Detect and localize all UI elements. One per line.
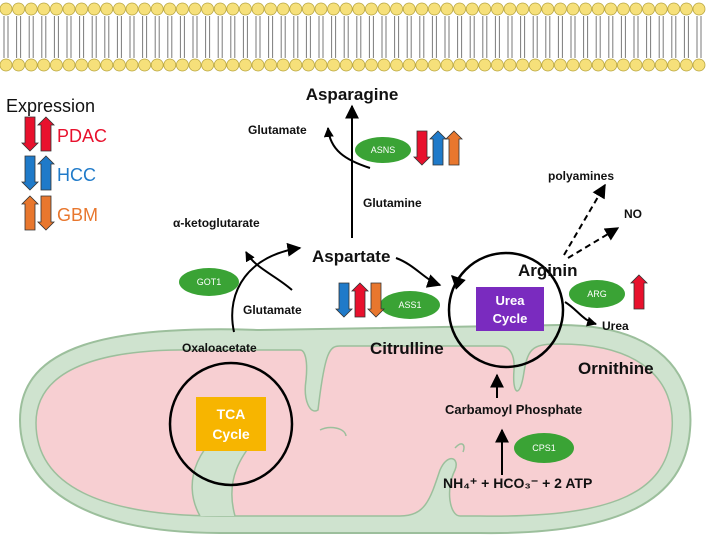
legend-row-gbm: GBM [21,195,98,231]
citrulline-label: Citrulline [370,339,444,358]
urea-cycle-box [476,287,544,331]
tca-cycle-circle [168,361,294,487]
urea-label: Urea [602,319,629,333]
enzyme-nodes: ASNS GOT1 ASS1 ARG CPS1 [179,137,625,463]
arg-expression-arrow-icon [630,274,648,310]
urea-cycle-label-1: Urea [496,293,526,308]
ass1-enzyme-label: ASS1 [398,300,421,310]
urea-cycle-circle [447,251,565,369]
no-label: NO [624,207,642,221]
legend-title: Expression [6,96,95,116]
expression-arrow-icon [37,155,55,191]
pathway-arrows [231,104,620,475]
ass1-expression-arrow-icon [351,282,369,318]
ass1-enzyme [380,291,440,319]
tca-cycle-label-1: TCA [217,406,246,422]
polyamines-label: polyamines [548,169,614,183]
mitochondrion [18,323,692,535]
ornithine-label: Ornithine [578,359,654,378]
arg-enzyme [569,280,625,308]
legend-row-hcc: HCC [21,155,96,191]
glutamate-top-label: Glutamate [248,123,307,137]
glutamate-mid-label: Glutamate [243,303,302,317]
oxaloacetate-label: Oxaloacetate [182,341,257,355]
legend-label-gbm: GBM [57,205,98,225]
asns-expression-arrow-icon [429,130,447,166]
asns-enzyme [355,137,411,163]
metabolite-labels: Asparagine Glutamate Glutamine α-ketoglu… [173,85,654,491]
arginin-label: Arginin [518,261,578,280]
aspartate-label: Aspartate [312,247,390,266]
legend-row-pdac: PDAC [21,116,107,152]
alpha-ketoglutarate-label: α-ketoglutarate [173,216,260,230]
legend-label-pdac: PDAC [57,126,107,146]
arg-enzyme-label: ARG [587,289,607,299]
expression-arrow-icon [37,195,55,231]
tca-cycle-label-2: Cycle [212,426,250,442]
expression-indicators [335,130,648,318]
expression-arrow-icon [21,116,39,152]
got1-enzyme [179,268,239,296]
asparagine-label: Asparagine [306,85,399,104]
reactants-label: NH₄⁺ + HCO₃⁻ + 2 ATP [443,475,592,491]
expression-arrow-icon [37,116,55,152]
expression-legend: Expression PDAC HCC GBM [6,96,107,231]
asns-expression-arrow-icon [413,130,431,166]
urea-cycle-label-2: Cycle [493,311,528,326]
cps1-enzyme-label: CPS1 [532,443,556,453]
cell-membrane [0,2,706,72]
expression-arrow-icon [21,155,39,191]
asns-enzyme-label: ASNS [371,145,396,155]
legend-label-hcc: HCC [57,165,96,185]
got1-enzyme-label: GOT1 [197,277,222,287]
expression-arrow-icon [21,195,39,231]
asns-expression-arrow-icon [445,130,463,166]
ass1-expression-arrow-icon [335,282,353,318]
ass1-expression-arrow-icon [367,282,385,318]
glutamine-label: Glutamine [363,196,422,210]
carbamoyl-phosphate-label: Carbamoyl Phosphate [445,402,582,417]
tca-cycle-box [196,397,266,451]
cps1-enzyme [514,433,574,463]
